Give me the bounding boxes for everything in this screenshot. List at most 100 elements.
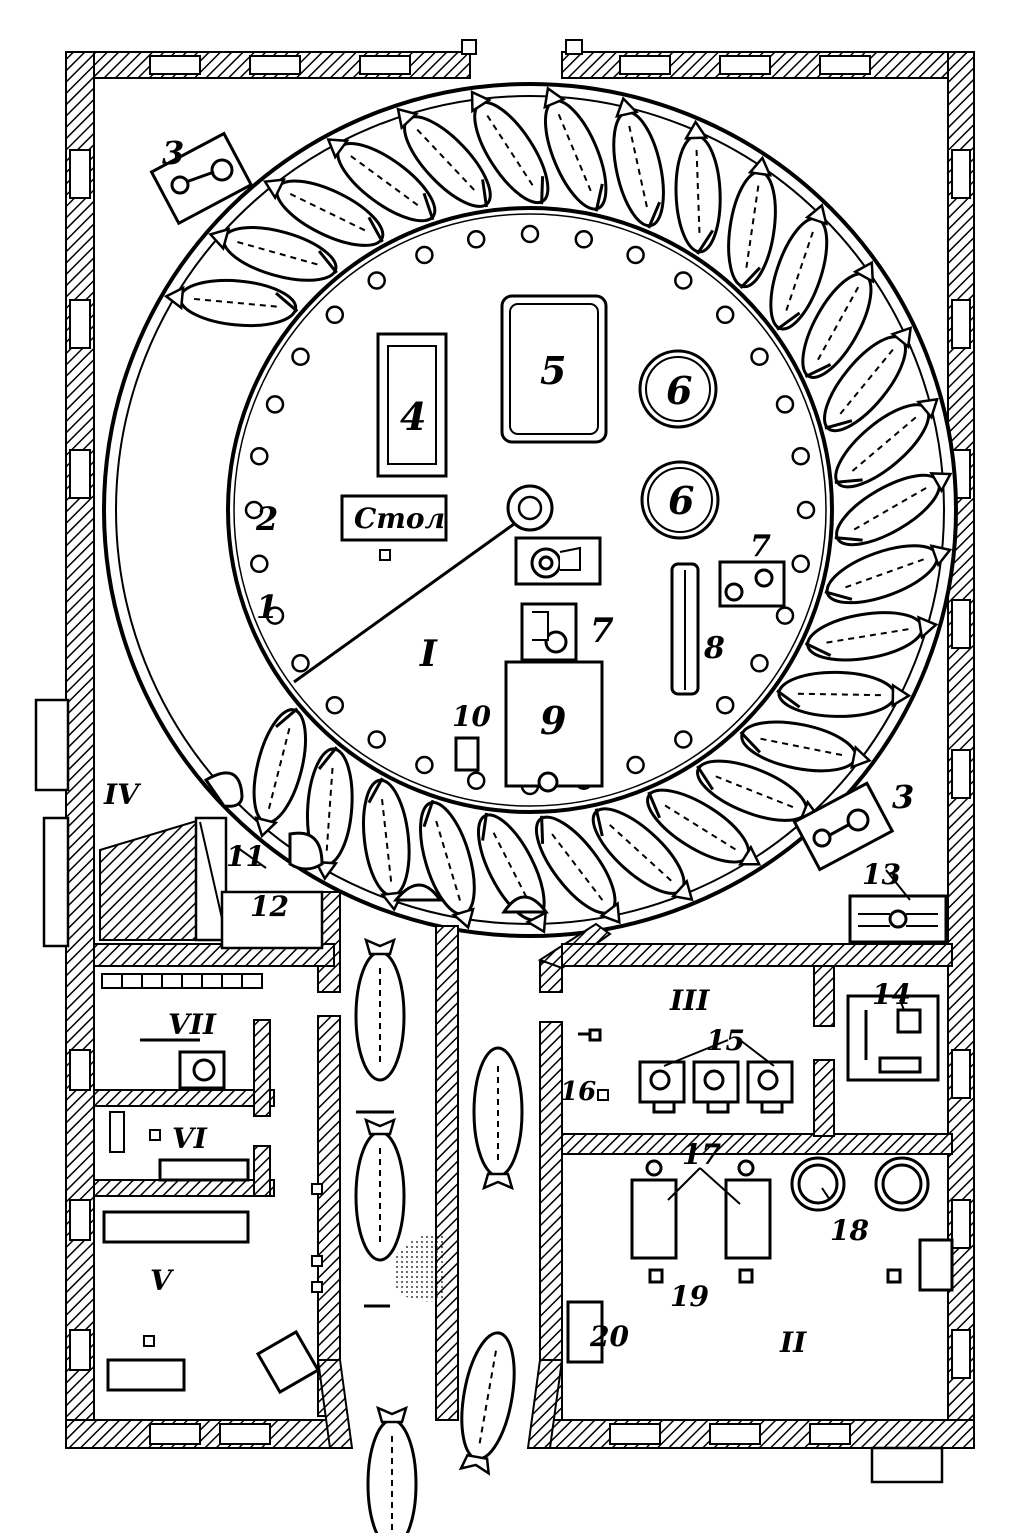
stall-divider (776, 689, 801, 709)
equipment-17-unit-b (724, 1178, 772, 1260)
room-v-cabinet (102, 1210, 250, 1244)
stall-divider (540, 815, 545, 844)
corridor-dotted-area (396, 1233, 444, 1302)
stall-divider (275, 291, 299, 313)
stall-post (291, 654, 310, 673)
stall-divider (317, 746, 338, 770)
stall-post (244, 500, 264, 520)
label-19: 19 (670, 1280, 709, 1313)
stall-divider (739, 266, 761, 290)
cow (366, 1405, 418, 1533)
stall-post (796, 500, 816, 520)
label-8: 8 (703, 631, 725, 666)
stall-divider (804, 641, 832, 657)
stall-divider (834, 478, 863, 484)
stall-post (367, 730, 386, 749)
stall-divider (824, 419, 853, 430)
stall-divider (776, 311, 801, 331)
stall-post (325, 695, 345, 715)
stall-divider (367, 216, 384, 243)
label-12: 12 (250, 890, 289, 923)
sweep-arm (293, 522, 515, 684)
stall-post (626, 755, 645, 775)
room-labels: I II III IV V VI VII (103, 633, 807, 1359)
stall-divider (317, 250, 338, 274)
stall-post (415, 755, 434, 775)
room-equipment (102, 894, 954, 1395)
stall-divider (422, 192, 435, 221)
stall-divider (422, 799, 435, 828)
stall-divider (824, 590, 853, 601)
entry-ramp-11 (99, 816, 324, 950)
stall-divider (834, 536, 863, 542)
label-7-lower: 7 (590, 611, 614, 651)
label-10: 10 (452, 700, 491, 733)
equipment-10-box (454, 736, 480, 772)
label-6-upper: 6 (666, 368, 692, 413)
room-vi-bench (158, 1158, 250, 1182)
stall-post (291, 347, 310, 366)
stall-post (791, 554, 810, 574)
label-7-upper: 7 (750, 529, 771, 564)
stall-post (750, 347, 769, 366)
stall-post (674, 730, 693, 749)
callout-labels: 1 2 3 3 4 5 6 6 7 7 8 9 10 11 12 13 14 1… (162, 134, 914, 1353)
stall-post (325, 305, 345, 325)
stall-divider (647, 791, 661, 819)
stall-divider (540, 176, 545, 205)
stall-post (750, 654, 769, 673)
stall-post (250, 554, 269, 574)
label-18: 18 (830, 1214, 869, 1247)
cows-in-corridor (354, 937, 524, 1533)
cow (476, 813, 548, 934)
room-label-IV: IV (103, 778, 142, 811)
cow (470, 90, 550, 205)
room-v-desk (106, 1358, 186, 1392)
stall-post (715, 305, 735, 325)
stall-post (250, 446, 269, 466)
stall-divider (367, 777, 384, 804)
stall-post (715, 695, 735, 715)
equipment-17-unit-a (630, 1178, 678, 1260)
label-20: 20 (589, 1320, 629, 1353)
label-9: 9 (540, 698, 566, 743)
equipment-13-panel (848, 894, 948, 944)
outer-walls (34, 39, 975, 1484)
table (340, 494, 448, 542)
stall-post (791, 446, 810, 466)
cow (458, 1331, 516, 1476)
stall-divider (594, 183, 604, 212)
room-label-V: V (150, 1264, 175, 1297)
label-13: 13 (862, 858, 901, 891)
stall-post (466, 771, 486, 790)
label-17: 17 (682, 1138, 721, 1171)
platform-equipment (340, 294, 786, 793)
room-label-VI: VI (172, 1122, 208, 1155)
cows-on-platform (163, 86, 953, 934)
cow (354, 1117, 406, 1262)
stall-divider (696, 765, 714, 791)
room-label-VII: VII (168, 1008, 217, 1041)
drive-unit-3-lower (792, 781, 895, 872)
stall-post (574, 230, 594, 249)
cow (262, 178, 385, 247)
drive-unit-3-upper (149, 131, 254, 226)
label-2: 2 (255, 500, 278, 538)
cow (472, 1046, 524, 1191)
stall-divider (804, 363, 832, 379)
stall-post (626, 245, 645, 265)
cow (591, 807, 694, 902)
stall-post (775, 395, 795, 414)
stall-divider (696, 229, 714, 255)
cow (326, 138, 437, 223)
cow (163, 278, 298, 328)
label-11: 11 (226, 840, 265, 873)
cow (354, 937, 406, 1082)
room-vii-tiles (101, 973, 263, 989)
stall-post (775, 606, 795, 625)
label-5: 5 (540, 348, 566, 393)
stall-post (265, 606, 285, 625)
label-14: 14 (872, 978, 911, 1011)
label-3-lower: 3 (892, 778, 914, 816)
